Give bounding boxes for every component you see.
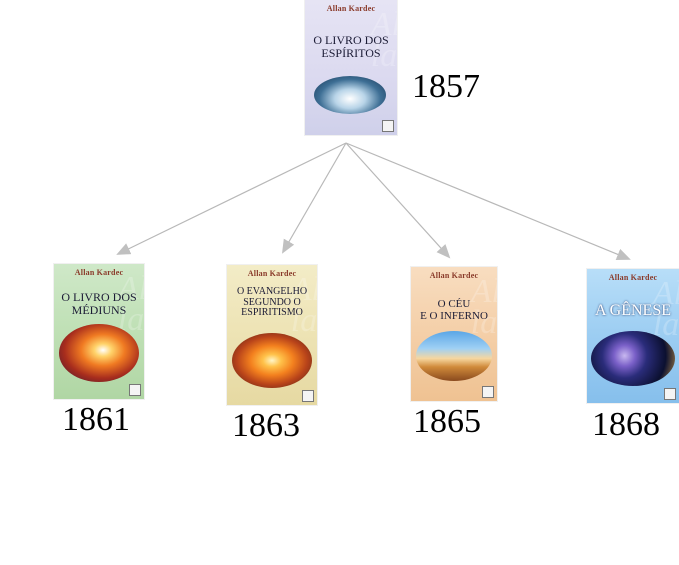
arrow-to-1868 bbox=[345, 142, 631, 261]
book-title: O LIVRO DOS MÉDIUNS bbox=[61, 290, 137, 317]
book-title: O LIVRO DOS ESPÍRITOS bbox=[313, 33, 389, 60]
year-label: 1865 bbox=[413, 403, 481, 440]
book-title: O EVANGELHO SEGUNDO O ESPIRITISMO bbox=[236, 286, 308, 318]
arrow-to-1863 bbox=[281, 142, 347, 254]
book-cover-livro-dos-mediuns: Alla Allan Kardec O LIVRO DOS MÉDIUNS bbox=[54, 264, 144, 399]
book-author: Allan Kardec bbox=[326, 4, 376, 13]
cover-illustration bbox=[416, 331, 492, 381]
cover-watermark: Alla bbox=[652, 275, 679, 343]
publisher-logo-icon bbox=[664, 388, 676, 400]
cover-watermark: Alla bbox=[370, 6, 397, 74]
year-label: 1863 bbox=[232, 407, 300, 444]
cover-illustration bbox=[591, 331, 675, 386]
publisher-logo-icon bbox=[382, 120, 394, 132]
book-cover-ceu-e-inferno: Alla Allan Kardec O CÉU E O INFERNO bbox=[411, 267, 497, 401]
year-label: 1861 bbox=[62, 401, 130, 438]
year-label: 1868 bbox=[592, 406, 660, 443]
arrow-to-1861 bbox=[116, 142, 347, 255]
cover-illustration bbox=[314, 76, 386, 114]
book-author: Allan Kardec bbox=[74, 268, 124, 277]
book-author: Allan Kardec bbox=[429, 271, 479, 280]
cover-watermark: Alla bbox=[290, 271, 317, 339]
cover-illustration bbox=[59, 324, 139, 382]
book-title: A GÊNESE bbox=[595, 302, 671, 319]
publisher-logo-icon bbox=[482, 386, 494, 398]
year-label: 1857 bbox=[412, 68, 480, 105]
book-cover-a-genese: Alla Allan Kardec A GÊNESE bbox=[587, 269, 679, 403]
cover-watermark: Alla bbox=[470, 273, 497, 341]
book-author: Allan Kardec bbox=[247, 269, 297, 278]
arrow-to-1865 bbox=[345, 142, 451, 259]
cover-illustration bbox=[232, 333, 312, 388]
publisher-logo-icon bbox=[129, 384, 141, 396]
book-cover-livro-dos-espiritos: Alla Allan Kardec O LIVRO DOS ESPÍRITOS bbox=[305, 0, 397, 135]
publisher-logo-icon bbox=[302, 390, 314, 402]
book-title: O CÉU E O INFERNO bbox=[420, 298, 488, 322]
book-author: Allan Kardec bbox=[608, 273, 658, 282]
book-cover-evangelho-segundo-espiritismo: Alla Allan Kardec O EVANGELHO SEGUNDO O … bbox=[227, 265, 317, 405]
